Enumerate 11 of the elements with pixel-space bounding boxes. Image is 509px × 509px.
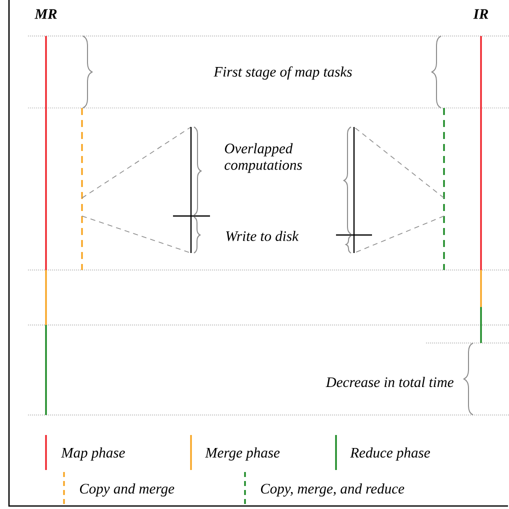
annotation-text: Write to disk (226, 230, 299, 242)
legend-label: Copy and merge (80, 483, 174, 497)
annotation-text: First stage of map tasks (214, 66, 352, 80)
legend-label: Reduce phase (350, 447, 430, 461)
annotation-text: MR (34, 9, 57, 19)
annotation-text: Decrease in total time (326, 376, 454, 388)
legend-label: Copy, merge, and reduce (261, 483, 404, 497)
legend-label: Merge phase (205, 447, 280, 461)
legend-label: Map phase (61, 447, 125, 461)
annotation-text: IR (473, 9, 488, 19)
annotation-text: Overlapped computations (224, 143, 302, 173)
